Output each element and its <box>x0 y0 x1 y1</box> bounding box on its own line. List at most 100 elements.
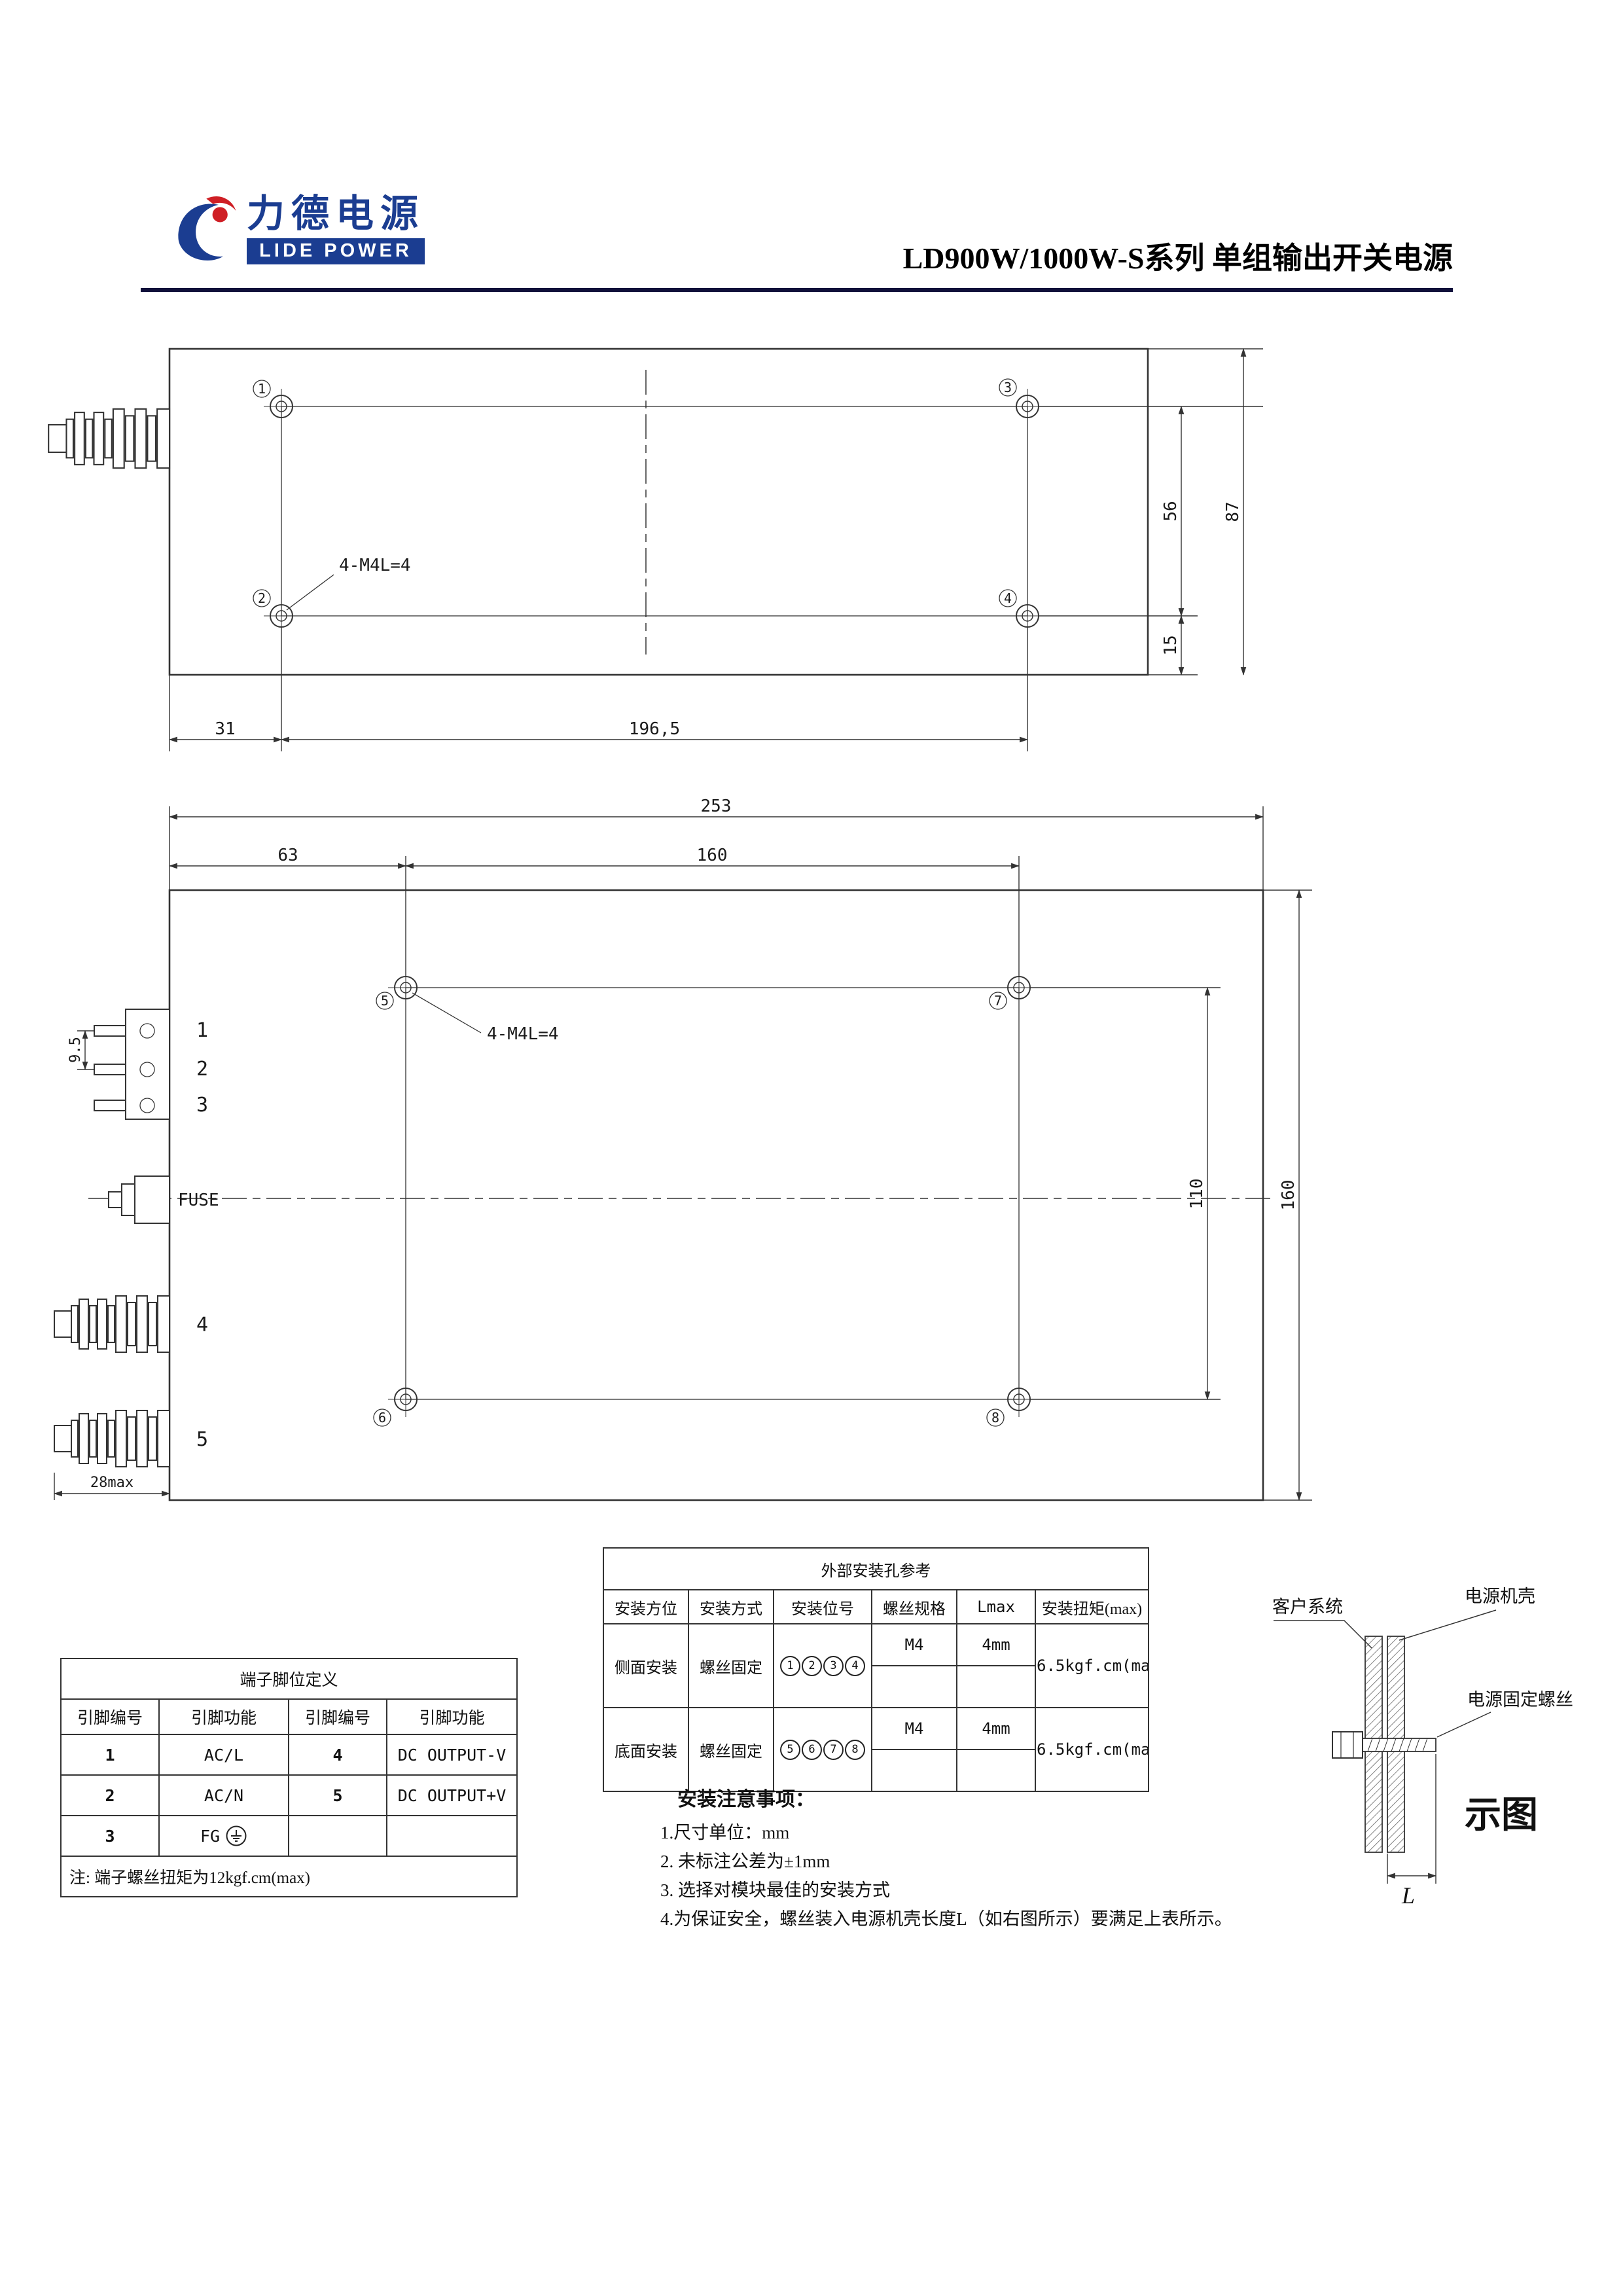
circled-digit: 7 <box>823 1739 844 1760</box>
pin-label-5: 5 <box>196 1428 208 1451</box>
pin-function: DC OUTPUT-V <box>385 1734 518 1776</box>
notes-title: 安装注意事项： <box>677 1789 815 1810</box>
fixing-screw <box>1332 1731 1436 1759</box>
mount-method: 螺丝固定 <box>688 1707 774 1792</box>
dim-196-5: 196,5 <box>629 719 680 739</box>
mount-position: 底面安装 <box>603 1707 689 1792</box>
power-case-label: 电源机壳 <box>1465 1587 1535 1606</box>
pin-function: AC/N <box>158 1774 289 1816</box>
pin-label-2: 2 <box>196 1058 208 1081</box>
pin-label-4: 4 <box>196 1314 208 1336</box>
screw-length-illustration: 客户系统 电源机壳 电源固定螺丝 L 示图 <box>1272 1587 1573 1909</box>
hole-number-7: 7 <box>994 993 1002 1009</box>
terminal-table-note: 注: 端子螺丝扭矩为12kgf.cm(max) <box>60 1856 518 1897</box>
col-header: 安装位号 <box>773 1589 872 1624</box>
screw-length-dim: L <box>1386 1754 1437 1909</box>
mechanical-drawings: 1 2 3 4 4-M4L=4 56 15 87 <box>48 348 1312 1501</box>
pin-number: 3 <box>60 1815 160 1857</box>
dim-15: 15 <box>1161 635 1181 655</box>
mount-hole-1 <box>263 388 300 425</box>
drawing2-outline <box>168 889 1264 1501</box>
torque-value: 6.5kgf.cm(max) <box>1034 1623 1150 1708</box>
ground-icon <box>226 1825 247 1846</box>
col-header: Lmax <box>956 1589 1036 1624</box>
dim-160-right: 160 <box>1279 1180 1298 1211</box>
installation-notes: 安装注意事项： 1.尺寸单位：mm 2. 未标注公差为±1mm 3. 选择对模块… <box>660 1783 1232 1933</box>
empty-cell <box>956 1749 1036 1792</box>
drawing2-hole-pattern <box>405 987 1020 1400</box>
dim-56: 56 <box>1161 501 1181 521</box>
dim-28max-group: 28max <box>53 1473 171 1500</box>
illustration-caption: 示图 <box>1465 1795 1538 1836</box>
dim-28max: 28max <box>90 1475 134 1491</box>
thread-note-d1: 4-M4L=4 <box>339 556 411 575</box>
drawing1-connector <box>48 408 171 469</box>
terminal-block <box>94 1009 170 1120</box>
dim-110: 110 <box>1187 1179 1207 1210</box>
hole-number-4: 4 <box>1004 590 1012 606</box>
logo-chinese-name: 力德电源 <box>247 192 425 235</box>
pin-function-fg: FG <box>158 1815 289 1857</box>
pin-label-1: 1 <box>196 1019 208 1042</box>
screw-spec: M4 <box>871 1623 957 1666</box>
empty-cell <box>871 1749 957 1792</box>
company-logo: 力德电源 LIDE POWER <box>167 191 474 283</box>
mount-hole-6 <box>387 1381 424 1418</box>
empty-cell <box>956 1665 1036 1708</box>
fuse-label: FUSE <box>178 1191 219 1210</box>
table-row: 1 AC/L 4 DC OUTPUT-V <box>60 1734 518 1776</box>
drawing1-bottom-dims: 31 196,5 <box>168 627 1029 751</box>
pin-function: DC OUTPUT+V <box>385 1774 518 1816</box>
terminal-pin-table: 端子脚位定义 引脚编号 引脚功能 引脚编号 引脚功能 1 AC/L 4 DC O… <box>60 1658 518 1897</box>
circled-digit: 3 <box>823 1655 844 1676</box>
circled-digit: 8 <box>845 1739 865 1760</box>
col-header: 引脚功能 <box>158 1698 289 1735</box>
drawing2-bottom-view: 253 63 160 5 6 7 8 4-M4L=4 <box>53 797 1312 1501</box>
drawing2-right-dims: 110 160 <box>1030 889 1312 1501</box>
table-row: 3 FG <box>60 1815 518 1857</box>
hole-number-6: 6 <box>378 1410 386 1426</box>
drawing1-hole-numbers: 1 2 3 4 <box>253 378 1017 607</box>
col-header: 引脚编号 <box>60 1698 160 1735</box>
lmax-value: 4mm <box>956 1623 1036 1666</box>
col-header: 螺丝规格 <box>871 1589 957 1624</box>
mount-position: 侧面安装 <box>603 1623 689 1708</box>
thread-note-d2: 4-M4L=4 <box>487 1024 559 1044</box>
drawing1-outline <box>168 348 1149 676</box>
pin-number: 1 <box>60 1734 160 1776</box>
circled-digit: 4 <box>845 1655 865 1676</box>
dim-9-5: 9.5 <box>67 1037 84 1063</box>
drawing2-top-dims: 253 63 160 <box>168 797 1264 977</box>
col-header: 引脚编号 <box>288 1698 387 1735</box>
hole-number-5: 5 <box>381 993 389 1009</box>
dim-87: 87 <box>1223 501 1243 522</box>
fuse-holder <box>108 1175 170 1224</box>
table-row: 2 AC/N 5 DC OUTPUT+V <box>60 1774 518 1816</box>
mount-table-title: 外部安装孔参考 <box>602 1547 1150 1590</box>
pin-function: AC/L <box>158 1734 289 1776</box>
drawing1-right-dims: 56 15 87 <box>1039 348 1263 676</box>
fixing-screw-label: 电源固定螺丝 <box>1467 1690 1573 1710</box>
lmax-value: 4mm <box>956 1707 1036 1750</box>
hole-number-3: 3 <box>1004 380 1012 395</box>
note-item: 2. 未标注公差为±1mm <box>660 1852 830 1871</box>
mount-table-header-row: 安装方位 安装方式 安装位号 螺丝规格 Lmax 安装扭矩(max) <box>603 1589 1150 1624</box>
col-header: 安装方式 <box>688 1589 774 1624</box>
table-row <box>603 1665 1149 1708</box>
empty-cell <box>871 1665 957 1708</box>
hole-number-2: 2 <box>258 590 266 606</box>
pin-number: 2 <box>60 1774 160 1816</box>
logo-english-name: LIDE POWER <box>247 238 425 264</box>
drawing1-side-view: 1 2 3 4 4-M4L=4 56 15 87 <box>48 348 1263 751</box>
circled-digit: 5 <box>780 1739 800 1760</box>
output-connector-5 <box>54 1410 170 1467</box>
terminal-table-title: 端子脚位定义 <box>60 1658 518 1700</box>
col-header: 安装扭矩(max) <box>1034 1589 1150 1624</box>
drawing1-hole-pattern <box>281 406 1028 617</box>
note-item: 1.尺寸单位：mm <box>660 1823 790 1842</box>
drawing2-hole-numbers: 5 6 7 8 <box>373 992 1007 1427</box>
output-connector-4 <box>54 1295 170 1353</box>
